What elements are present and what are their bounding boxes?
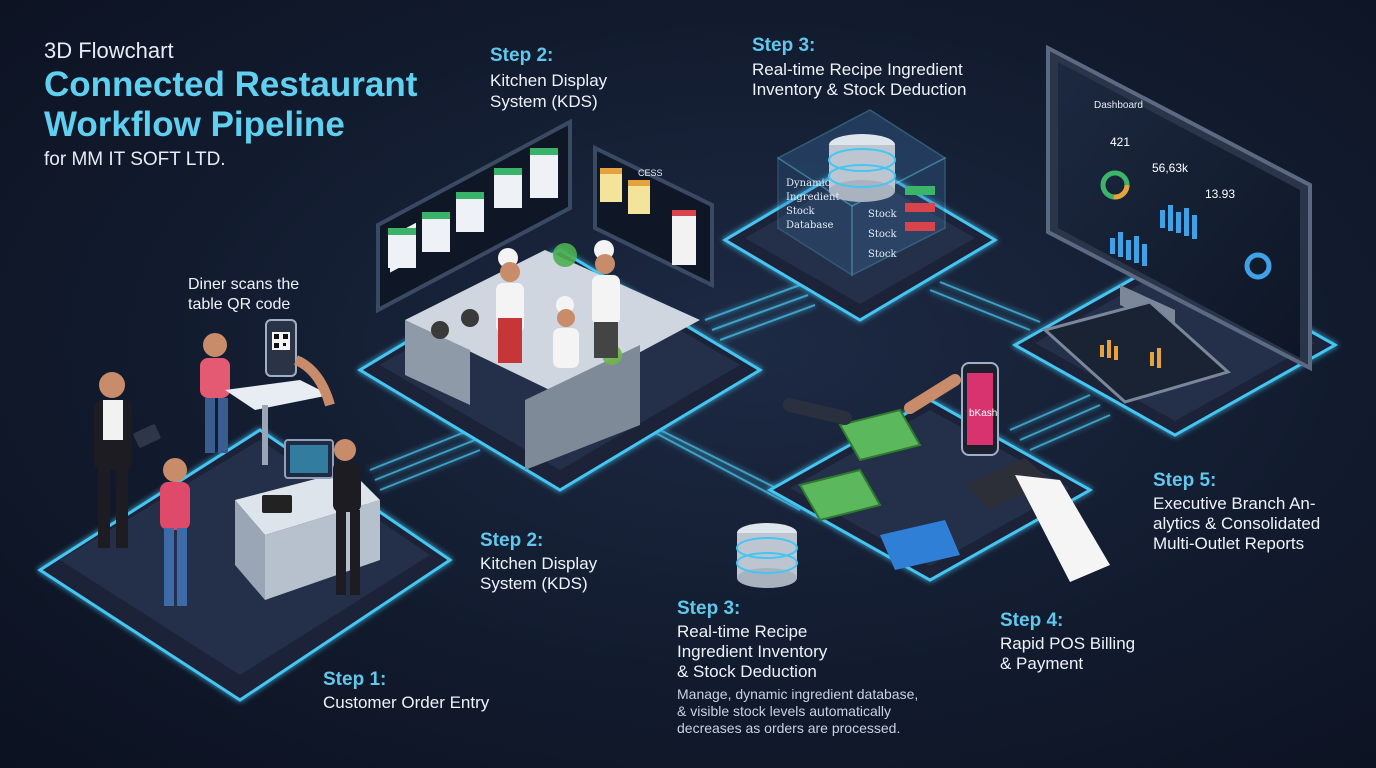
database-label: Dynamic bbox=[786, 178, 831, 189]
donut-chart-icon bbox=[1244, 252, 1272, 280]
tablet-icon bbox=[133, 424, 161, 448]
step-5-label: alytics & Consolidated bbox=[1153, 514, 1321, 533]
diagram-eyebrow: 3D Flowchart bbox=[44, 38, 174, 63]
step-1-heading: Step 1: bbox=[323, 669, 387, 690]
step-3-description: & visible stock levels automatically bbox=[677, 703, 891, 719]
platform-analytics: Dashboard 421 56,63k 13.93 bbox=[1011, 44, 1339, 437]
qr-scan-note: Diner scans the bbox=[188, 276, 300, 293]
kpi-value: 56,63k bbox=[1152, 161, 1189, 175]
step-4-heading: Step 4: bbox=[1000, 610, 1064, 631]
kds-ticket-label: CESS bbox=[638, 168, 663, 178]
cashier-figure bbox=[333, 439, 361, 595]
platform-order-entry bbox=[37, 319, 453, 702]
step-5-label: Executive Branch An- bbox=[1153, 494, 1316, 513]
connector-lines bbox=[369, 281, 1111, 511]
dashboard-title: Dashboard bbox=[1094, 100, 1143, 111]
hand-icon bbox=[783, 398, 852, 425]
chef-figures bbox=[496, 240, 620, 368]
database-label: Database bbox=[786, 220, 833, 231]
step-3-heading: Step 3: bbox=[752, 35, 816, 56]
database-icon bbox=[828, 134, 896, 202]
diagram-title: Connected Restaurant bbox=[44, 65, 418, 104]
step-4-label: Rapid POS Billing bbox=[1000, 634, 1136, 653]
step-5-heading: Step 5: bbox=[1153, 470, 1217, 491]
step-3-label: & Stock Deduction bbox=[677, 662, 817, 681]
step-2-label: System (KDS) bbox=[490, 92, 598, 111]
stock-bar bbox=[905, 203, 935, 212]
stock-label: Stock bbox=[868, 229, 897, 240]
step-2-label: System (KDS) bbox=[480, 574, 588, 593]
step-3-heading: Step 3: bbox=[677, 598, 741, 619]
stock-bar bbox=[905, 222, 935, 231]
platform-kitchen: CESS bbox=[357, 118, 763, 492]
salad-bowl-icon bbox=[553, 243, 577, 267]
platform-inventory: Dynamic Ingredient Stock Database Stock … bbox=[722, 109, 998, 322]
stock-label: Stock bbox=[868, 249, 897, 260]
cash-icon bbox=[798, 408, 922, 522]
qr-scan-note: table QR code bbox=[188, 296, 291, 313]
stock-bar bbox=[905, 186, 935, 195]
receipt-printer-icon bbox=[965, 458, 1050, 510]
customer-figure bbox=[160, 458, 190, 606]
step-1-label: Customer Order Entry bbox=[323, 693, 490, 712]
diner-figure bbox=[200, 333, 330, 465]
database-icon bbox=[736, 523, 798, 588]
step-2-label: Kitchen Display bbox=[490, 71, 608, 90]
kpi-value: 421 bbox=[1110, 135, 1130, 149]
step-3-label: Real-time Recipe Ingredient bbox=[752, 60, 963, 79]
step-3-label: Ingredient Inventory bbox=[677, 642, 828, 661]
step-2-heading: Step 2: bbox=[480, 530, 544, 551]
step-5-label: Multi-Outlet Reports bbox=[1153, 534, 1305, 553]
step-2-label: Kitchen Display bbox=[480, 554, 598, 573]
database-label-group: Dynamic Ingredient Stock Database bbox=[786, 178, 839, 231]
platform-pos: bKash bbox=[736, 362, 1110, 588]
table-top bbox=[225, 380, 330, 410]
step-3-label: Inventory & Stock Deduction bbox=[752, 80, 967, 99]
step-3-description: decreases as orders are processed. bbox=[677, 720, 901, 736]
credit-card-icon bbox=[880, 520, 960, 570]
card-reader-icon bbox=[262, 495, 292, 513]
database-label: Ingredient bbox=[786, 192, 839, 203]
waiter-figure bbox=[94, 372, 161, 548]
stock-label: Stock bbox=[868, 209, 897, 220]
wallet-label: bKash bbox=[969, 408, 997, 419]
diagram-title: Workflow Pipeline bbox=[44, 105, 345, 144]
bar-chart-icon bbox=[1110, 205, 1197, 266]
analytics-tablet bbox=[1041, 300, 1232, 404]
step-3-label: Real-time Recipe bbox=[677, 622, 808, 641]
qr-phone-icon bbox=[265, 319, 335, 407]
database-label: Stock bbox=[786, 206, 815, 217]
diagram-subtitle: for MM IT SOFT LTD. bbox=[44, 149, 226, 170]
step-4-label: & Payment bbox=[1000, 654, 1084, 673]
kpi-value: 13.93 bbox=[1205, 187, 1235, 201]
step-3-description: Manage, dynamic ingredient database, bbox=[677, 686, 919, 702]
step-2-heading: Step 2: bbox=[490, 45, 554, 66]
receipt-icon bbox=[1015, 475, 1110, 582]
